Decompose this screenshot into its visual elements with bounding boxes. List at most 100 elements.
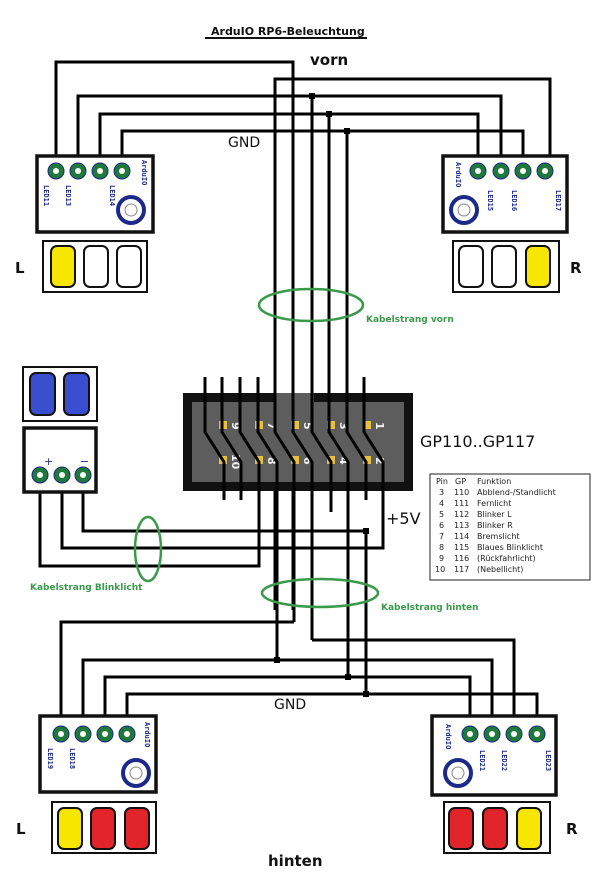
harness-front-label: Kabelstrang vorn <box>366 315 454 325</box>
harness-rear-ring <box>260 577 380 609</box>
diagram-title: ArduIO RP6-Beleuchtung <box>211 25 365 38</box>
harness-rear-label: Kabelstrang hinten <box>381 603 479 613</box>
led-front-right-2 <box>491 245 517 288</box>
table-header-function: Funktion <box>477 477 511 486</box>
led-rear-left-3 <box>124 807 150 850</box>
svg-text:7: 7 <box>439 532 444 541</box>
table-header-pin: Pin <box>436 477 448 486</box>
label-front-right: R <box>570 259 582 277</box>
led-blink-2 <box>63 372 90 416</box>
svg-text:LED23: LED23 <box>544 750 552 771</box>
led-front-left-3 <box>116 245 142 288</box>
label-front: vorn <box>310 51 348 69</box>
led-bar-front-right <box>452 240 560 293</box>
svg-text:10: 10 <box>435 565 445 574</box>
svg-text:117: 117 <box>454 565 469 574</box>
module-rear-left: LED19 LED18 ArduIO <box>38 714 158 794</box>
module-front-right: ArduIO LED15 LED16 LED17 <box>441 154 569 234</box>
svg-text:LED19: LED19 <box>46 748 54 769</box>
label-front-left: L <box>15 259 25 277</box>
pin-function-table: Pin GP Funktion 3 110 Abblend-/Standlich… <box>429 473 591 581</box>
plus5v-label: +5V <box>386 509 421 528</box>
pin-number: 2 <box>373 457 386 465</box>
pin-number: 4 <box>337 457 350 465</box>
svg-text:(Rückfahrlicht): (Rückfahrlicht) <box>477 554 536 563</box>
svg-text:111: 111 <box>454 499 469 508</box>
harness-front-ring <box>257 287 365 323</box>
module-front-left: LED11 LED13 LED14 ArduIO <box>35 154 155 234</box>
module-blink: + − <box>22 426 98 494</box>
potentiometer-icon <box>116 195 146 225</box>
svg-text:Blaues Blinklicht: Blaues Blinklicht <box>477 543 543 552</box>
svg-text:LED22: LED22 <box>500 750 508 771</box>
label-rear-right: R <box>566 820 578 838</box>
svg-text:LED13: LED13 <box>64 185 72 206</box>
svg-text:LED18: LED18 <box>68 748 76 769</box>
potentiometer-icon <box>121 758 151 788</box>
table-row: 9 116 (Rückfahrlicht) <box>439 554 536 563</box>
led-front-right-3 <box>525 245 551 288</box>
module-rear-right: ArduIO LED21 LED22 LED23 <box>430 714 558 797</box>
svg-text:ArduIO: ArduIO <box>444 724 452 749</box>
svg-text:114: 114 <box>454 532 469 541</box>
plus-marker: + <box>44 455 53 468</box>
pin-number: 6 <box>301 457 314 465</box>
table-row: 7 114 Bremslicht <box>439 532 520 541</box>
led-front-left-2 <box>83 245 109 288</box>
svg-text:3: 3 <box>439 488 444 497</box>
svg-text:LED11: LED11 <box>42 185 50 206</box>
svg-text:9: 9 <box>439 554 444 563</box>
svg-text:LED21: LED21 <box>478 750 486 771</box>
svg-text:5: 5 <box>439 510 444 519</box>
pin-number: 8 <box>265 457 278 465</box>
svg-text:Bremslicht: Bremslicht <box>477 532 520 541</box>
harness-blink-ring <box>133 515 163 583</box>
pin-number: 9 <box>229 422 242 430</box>
svg-text:Blinker R: Blinker R <box>477 521 513 530</box>
svg-text:Blinker L: Blinker L <box>477 510 512 519</box>
svg-text:(Nebellicht): (Nebellicht) <box>477 565 523 574</box>
table-row: 3 110 Abblend-/Standlicht <box>439 488 556 497</box>
label-rear: hinten <box>268 852 323 870</box>
gnd-label-rear: GND <box>274 697 306 713</box>
led-rear-right-1 <box>448 807 474 850</box>
svg-text:116: 116 <box>454 554 469 563</box>
svg-text:ArduIO: ArduIO <box>140 160 148 185</box>
pin-number: 5 <box>301 422 314 430</box>
table-row: 4 111 Fernlicht <box>439 499 511 508</box>
blink-wires <box>38 478 385 568</box>
table-header-gp: GP <box>455 477 466 486</box>
minus-marker: − <box>80 455 89 468</box>
front-wires <box>54 60 552 610</box>
header-leads <box>203 377 385 500</box>
connector-label: GP110..GP117 <box>420 432 535 451</box>
svg-text:LED17: LED17 <box>554 190 562 211</box>
led-blink-1 <box>29 372 56 416</box>
gnd-label-front: GND <box>228 135 260 151</box>
led-rear-left-2 <box>90 807 116 850</box>
table-row: 8 115 Blaues Blinklicht <box>439 543 543 552</box>
svg-text:LED16: LED16 <box>510 190 518 211</box>
harness-blink-label: Kabelstrang Blinklicht <box>30 583 143 593</box>
pin-number: 3 <box>337 422 350 430</box>
potentiometer-icon <box>443 758 473 788</box>
svg-text:113: 113 <box>454 521 469 530</box>
svg-text:LED15: LED15 <box>486 190 494 211</box>
led-rear-left-1 <box>57 807 83 850</box>
potentiometer-icon <box>449 195 479 225</box>
led-bar-rear-left <box>51 801 157 854</box>
led-rear-right-3 <box>516 807 542 850</box>
pin-number: 7 <box>265 422 278 430</box>
led-front-right-1 <box>458 245 484 288</box>
svg-text:ArduIO: ArduIO <box>454 162 462 187</box>
label-rear-left: L <box>16 820 26 838</box>
svg-text:4: 4 <box>439 499 444 508</box>
svg-text:112: 112 <box>454 510 469 519</box>
svg-text:8: 8 <box>439 543 444 552</box>
table-row: 5 112 Blinker L <box>439 510 512 519</box>
svg-text:115: 115 <box>454 543 469 552</box>
svg-text:6: 6 <box>439 521 444 530</box>
led-bar-blink <box>22 366 98 422</box>
rear-wires <box>59 500 539 730</box>
